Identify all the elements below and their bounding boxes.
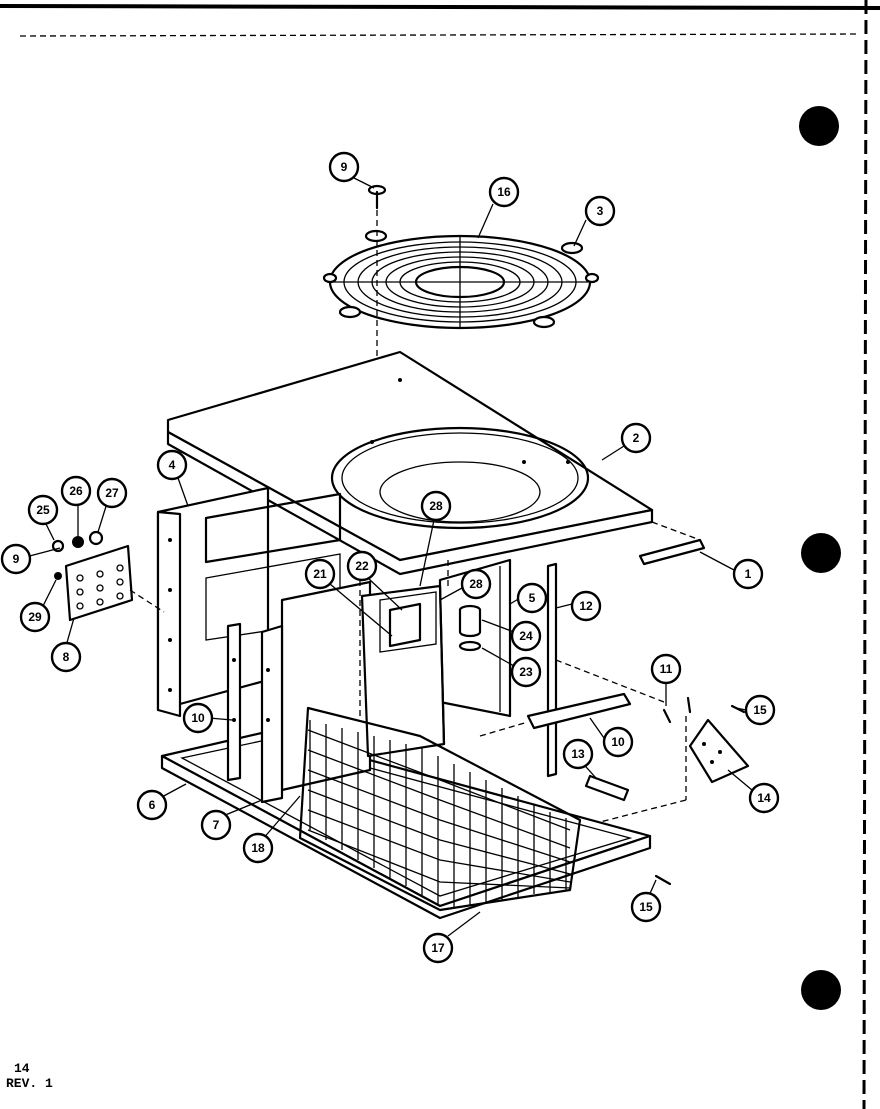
- callout-27: 27: [96, 477, 128, 509]
- svg-text:27: 27: [105, 486, 119, 500]
- callout-3: 3: [584, 195, 616, 227]
- svg-text:29: 29: [28, 610, 42, 624]
- screw-11a: [662, 708, 672, 724]
- svg-text:10: 10: [191, 711, 205, 725]
- top-rail-strip: [638, 538, 706, 566]
- callout-6: 6: [136, 789, 168, 821]
- svg-text:7: 7: [213, 818, 220, 832]
- callout-5: 5: [516, 582, 548, 614]
- callout-28-right: 28: [460, 568, 492, 600]
- svg-text:28: 28: [469, 577, 483, 591]
- top-dashed-line: [19, 33, 861, 37]
- callout-2: 2: [620, 422, 652, 454]
- callout-4: 4: [156, 449, 188, 481]
- terminal-27: [88, 530, 104, 546]
- svg-text:4: 4: [169, 458, 176, 472]
- svg-text:12: 12: [579, 599, 593, 613]
- callout-22: 22: [346, 550, 378, 582]
- callout-15-bottom: 15: [630, 891, 662, 923]
- assembly-lines: [359, 521, 701, 823]
- coil-bracket: [584, 774, 630, 802]
- callout-8: 8: [50, 641, 82, 673]
- corner-post: [546, 562, 558, 778]
- callout-7: 7: [200, 809, 232, 841]
- callout-16: 16: [488, 176, 520, 208]
- fan-guard-screw: [367, 184, 387, 210]
- svg-text:8: 8: [63, 650, 70, 664]
- svg-text:15: 15: [639, 900, 653, 914]
- svg-text:16: 16: [497, 185, 511, 199]
- callout-29: 29: [19, 601, 51, 633]
- callout-25: 25: [27, 494, 59, 526]
- svg-text:9: 9: [13, 552, 20, 566]
- control-box-leader: [129, 589, 165, 613]
- top-cover: [166, 350, 654, 576]
- svg-text:21: 21: [313, 567, 327, 581]
- callout-15-top: 15: [744, 694, 776, 726]
- terminal-25: [51, 539, 65, 553]
- svg-text:3: 3: [597, 204, 604, 218]
- fan-motor-bracket: [360, 584, 446, 758]
- revision-label: REV. 1: [6, 1076, 53, 1091]
- screw-11b: [686, 696, 692, 714]
- svg-text:15: 15: [753, 703, 767, 717]
- svg-text:9: 9: [341, 160, 348, 174]
- control-box-plate: [64, 544, 134, 622]
- callout-14: 14: [748, 782, 780, 814]
- svg-text:26: 26: [69, 484, 83, 498]
- svg-text:5: 5: [529, 591, 536, 605]
- svg-text:10: 10: [611, 735, 625, 749]
- svg-text:11: 11: [660, 662, 673, 676]
- fan-guard: [322, 229, 600, 330]
- svg-text:6: 6: [149, 798, 156, 812]
- callout-24: 24: [510, 620, 542, 652]
- svg-text:1: 1: [745, 567, 752, 581]
- callout-23: 23: [510, 656, 542, 688]
- svg-text:13: 13: [571, 747, 585, 761]
- binder-hole-middle: [801, 533, 841, 573]
- callout-12: 12: [570, 590, 602, 622]
- svg-text:17: 17: [431, 941, 445, 955]
- svg-text:18: 18: [251, 841, 265, 855]
- cross-brace: [526, 692, 632, 730]
- callout-18: 18: [242, 832, 274, 864]
- page-number: 14: [14, 1061, 30, 1076]
- svg-text:24: 24: [519, 629, 533, 643]
- condenser-coil: [298, 706, 582, 912]
- svg-text:23: 23: [519, 665, 533, 679]
- callout-17: 17: [422, 932, 454, 964]
- svg-text:2: 2: [633, 431, 640, 445]
- svg-text:25: 25: [36, 503, 50, 517]
- terminal-29: [54, 572, 62, 580]
- terminal-26: [72, 536, 84, 548]
- callout-26: 26: [60, 475, 92, 507]
- callout-10-right: 10: [602, 726, 634, 758]
- corner-plate: [688, 718, 750, 784]
- callout-13: 13: [562, 738, 594, 770]
- top-scan-edge: [0, 4, 880, 10]
- capacitor-clamp: [458, 640, 482, 652]
- callout-11: 11: [650, 653, 682, 685]
- screw-15-bottom: [654, 874, 672, 886]
- capacitor: [458, 604, 482, 638]
- binder-hole-top: [799, 106, 839, 146]
- right-scan-edge: [862, 0, 868, 1109]
- inner-partition-panel: [226, 580, 372, 804]
- callout-28-top: 28: [420, 490, 452, 522]
- svg-text:14: 14: [757, 791, 771, 805]
- callout-1: 1: [732, 558, 764, 590]
- binder-hole-bottom: [801, 970, 841, 1010]
- callout-10-left: 10: [182, 702, 214, 734]
- svg-text:28: 28: [429, 499, 443, 513]
- callout-9-top: 9: [328, 151, 360, 183]
- callout-21: 21: [304, 558, 336, 590]
- svg-text:22: 22: [355, 559, 369, 573]
- callout-9-left: 9: [0, 543, 32, 575]
